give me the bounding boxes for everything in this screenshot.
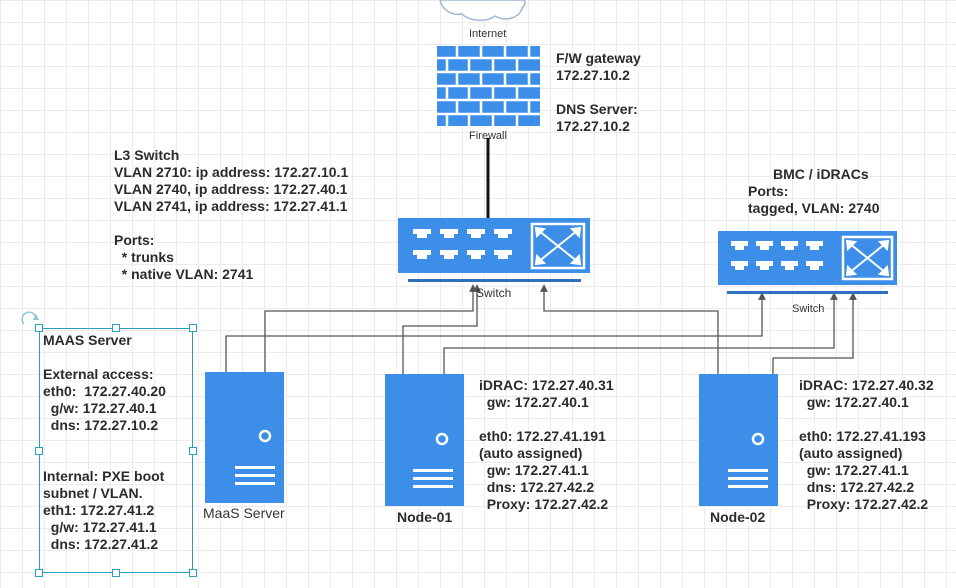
node02-details: iDRAC: 172.27.40.32 gw: 172.27.40.1 eth0… [799,377,934,513]
gateway-note-line: DNS Server: [556,101,638,117]
l3-note-line: * native VLAN: 2741 [114,266,254,282]
maas-to-main-switch [264,284,477,372]
node02-line: gw: 172.27.41.1 [799,462,909,478]
maas-note-line: MAAS Server [43,332,132,348]
gateway-note: F/W gateway 172.27.10.2 DNS Server: 172.… [556,50,641,135]
gateway-note-line: 172.27.10.2 [556,67,630,83]
resize-handle[interactable] [189,324,197,332]
node01-line: (auto assigned) [479,445,583,461]
firewall-label: Firewall [469,130,507,142]
node02-label: Node-02 [710,509,766,525]
maas-note: MAAS Server External access: eth0: 172.2… [43,332,166,553]
node01-line: iDRAC: 172.27.40.31 [479,377,614,393]
bmc-note-line: tagged, VLAN: 2740 [748,200,880,216]
node01-line: Proxy: 172.27.42.2 [479,496,609,512]
node01-to-bmc-switch [443,292,838,374]
maas-note-line: g/w: 172.27.40.1 [43,400,157,416]
resize-handle[interactable] [189,447,197,455]
node01-line: dns: 172.27.42.2 [479,479,595,495]
internet-label: Internet [469,28,507,40]
l3-note-line: VLAN 2710: ip address: 172.27.10.1 [114,164,349,180]
node01-label: Node-01 [397,509,453,525]
main-switch-label: Switch [476,286,512,300]
l3-note-line: VLAN 2740, ip address: 172.27.40.1 [114,181,348,197]
maas-note-line: eth1: 172.27.41.2 [43,502,155,518]
node02-to-main-switch [540,284,719,374]
l3-note-line: VLAN 2741, ip address: 172.27.41.1 [114,198,348,214]
l3-note-line: * trunks [114,249,174,265]
node02-line: gw: 172.27.40.1 [799,394,909,410]
node02-line: (auto assigned) [799,445,903,461]
resize-handle[interactable] [35,324,43,332]
maas-note-line: dns: 172.27.41.2 [43,536,159,552]
node02-line [799,411,934,428]
resize-handle[interactable] [112,324,120,332]
bmc-note-line: Ports: [748,183,789,199]
l3-switch-note: L3 Switch VLAN 2710: ip address: 172.27.… [114,147,348,283]
node01-line: gw: 172.27.41.1 [479,462,589,478]
gateway-note-line: 172.27.10.2 [556,118,630,134]
node01-line: gw: 172.27.40.1 [479,394,589,410]
node02-to-bmc-switch [772,292,857,374]
bmc-note-title: BMC / iDRACs [773,166,869,182]
maas-note-line: g/w: 172.27.41.1 [43,519,157,535]
maas-note-line: External access: [43,366,154,382]
maas-server-label: MaaS Server [203,505,285,521]
node02-line: Proxy: 172.27.42.2 [799,496,929,512]
maas-note-line: subnet / VLAN. [43,485,143,501]
node01-to-main-switch [402,284,481,374]
bmc-note: Ports: tagged, VLAN: 2740 [748,183,879,217]
bmc-switch-label: Switch [792,303,825,315]
maas-note-line: Internal: PXE boot [43,468,165,484]
node02-server-icon [699,374,778,506]
node02-line: iDRAC: 172.27.40.32 [799,377,934,393]
maas-server-icon [205,372,284,503]
l3-note-line: Ports: [114,232,155,248]
node01-details: iDRAC: 172.27.40.31 gw: 172.27.40.1 eth0… [479,377,614,513]
gateway-note-line: F/W gateway [556,50,641,66]
maas-to-bmc-switch [225,292,766,372]
resize-handle[interactable] [35,569,43,577]
node01-server-icon [385,374,464,506]
resize-handle[interactable] [189,569,197,577]
node02-line: dns: 172.27.42.2 [799,479,915,495]
node02-line: eth0: 172.27.41.193 [799,428,926,444]
maas-note-line: dns: 172.27.10.2 [43,417,159,433]
node01-line [479,411,614,428]
l3-note-line: L3 Switch [114,147,180,163]
node01-line: eth0: 172.27.41.191 [479,428,606,444]
maas-note-line: eth0: 172.27.40.20 [43,383,166,399]
resize-handle[interactable] [35,447,43,455]
resize-handle[interactable] [112,569,120,577]
